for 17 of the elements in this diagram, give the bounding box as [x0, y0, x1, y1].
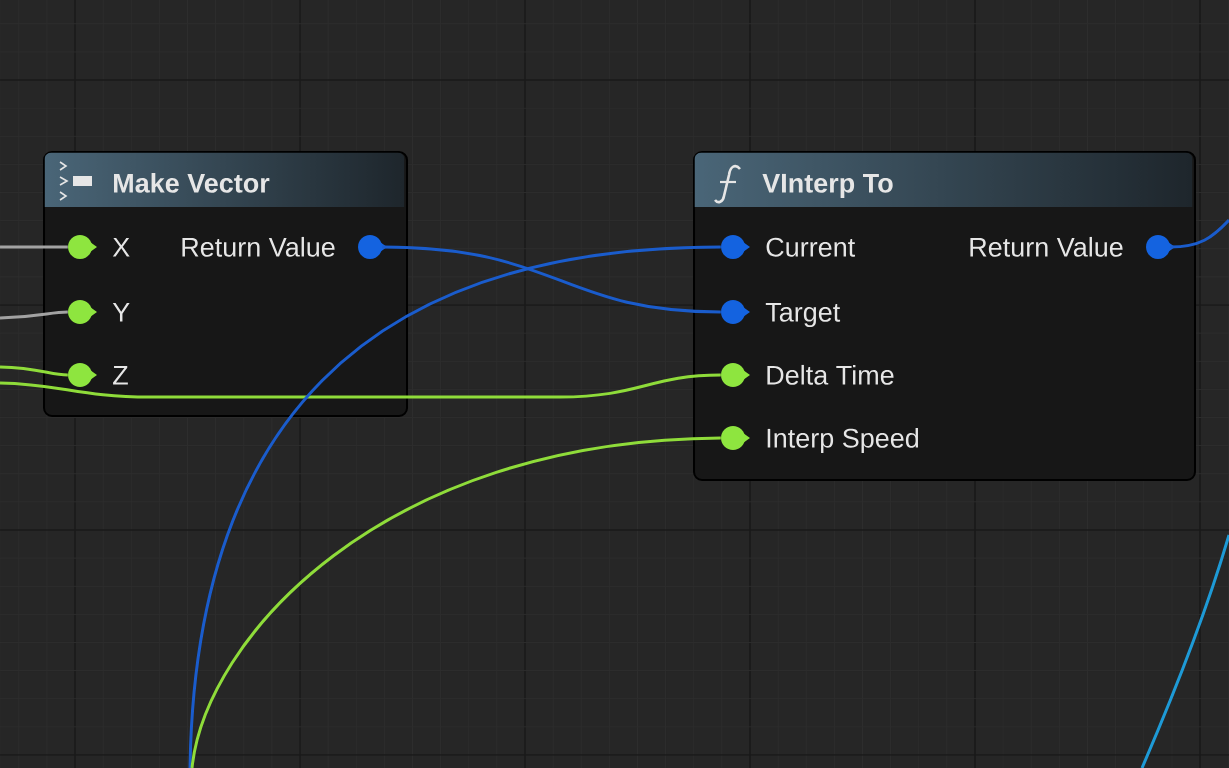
pin-label: Return Value	[970, 236, 1123, 257]
wire	[0, 310, 68, 320]
wire	[190, 436, 721, 768]
wire	[1170, 218, 1229, 249]
wire	[188, 245, 721, 768]
wire	[0, 365, 68, 377]
pin-label: Return Value	[182, 236, 335, 257]
wire	[382, 245, 721, 314]
pin-label: Z	[113, 365, 128, 385]
wire	[0, 245, 68, 249]
pin-label: X	[112, 237, 130, 257]
pin-label: Interp Speed	[767, 427, 919, 454]
wire	[0, 373, 721, 399]
pin-label: Y	[112, 302, 130, 322]
pin-label: Current	[766, 237, 855, 257]
pin-label: Target	[765, 302, 841, 328]
pin-label: Delta Time	[767, 364, 894, 385]
